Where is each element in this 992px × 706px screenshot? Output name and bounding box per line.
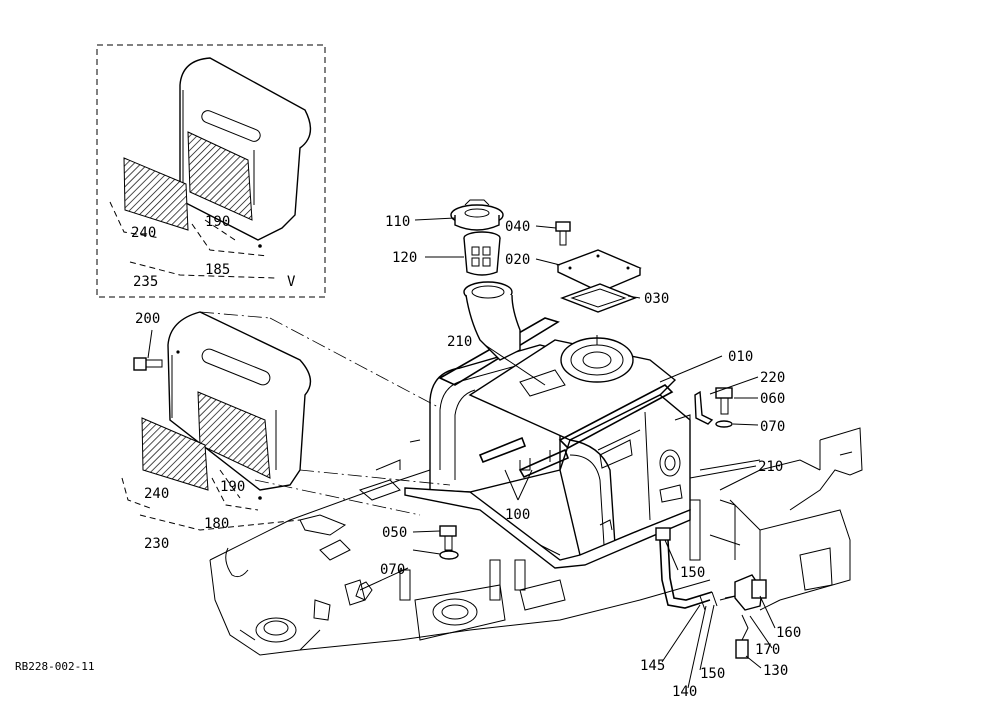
fuel-hose — [655, 527, 718, 611]
filler-neck-hose — [463, 281, 521, 361]
label-070-left: 070 — [380, 562, 405, 578]
reference-lines — [199, 311, 451, 516]
label-190-lower: 190 — [220, 479, 245, 495]
label-view-v: V — [287, 274, 296, 290]
cover-plate — [556, 249, 642, 293]
filler-strainer — [463, 231, 501, 276]
label-160: 160 — [776, 625, 801, 641]
fuel-valve — [724, 574, 767, 659]
label-130: 130 — [763, 663, 788, 679]
machine-frame-outline — [209, 427, 863, 656]
label-010: 010 — [728, 349, 753, 365]
part-labels: 110 120 040 020 030 210 010 220 060 070 … — [15, 214, 801, 700]
label-030: 030 — [644, 291, 669, 307]
label-100: 100 — [505, 507, 530, 523]
group-brackets-lower — [121, 469, 301, 531]
label-150-lower: 150 — [700, 666, 725, 682]
label-150-upper: 150 — [680, 565, 705, 581]
label-145: 145 — [640, 658, 665, 674]
cover-bolt — [555, 221, 571, 246]
front-washer-070 — [355, 581, 373, 601]
leader-lines — [147, 217, 776, 689]
label-210-right: 210 — [758, 459, 783, 475]
label-230: 230 — [144, 536, 169, 552]
filler-cap — [450, 199, 504, 231]
label-140: 140 — [672, 684, 697, 700]
label-190-inset: 190 — [205, 214, 230, 230]
front-bolt-050 — [439, 525, 459, 560]
bracket-220 — [694, 390, 714, 425]
label-020: 020 — [505, 252, 530, 268]
label-200: 200 — [135, 311, 160, 327]
drawing-code: RB228-002-11 — [15, 660, 94, 673]
label-170: 170 — [755, 642, 780, 658]
label-070-right: 070 — [760, 419, 785, 435]
label-110: 110 — [385, 214, 410, 230]
fuel-tank — [404, 317, 691, 569]
tank-bolt-060 — [715, 387, 733, 428]
label-060: 060 — [760, 391, 785, 407]
label-040: 040 — [505, 219, 530, 235]
bolt-200 — [133, 357, 163, 371]
label-240-lower: 240 — [144, 486, 169, 502]
decal-240-lower — [141, 417, 209, 491]
inset-view-box — [96, 44, 326, 298]
label-235: 235 — [133, 274, 158, 290]
label-050: 050 — [382, 525, 407, 541]
label-220: 220 — [760, 370, 785, 386]
label-210-top: 210 — [447, 334, 472, 350]
gasket — [560, 283, 637, 313]
label-180: 180 — [204, 516, 229, 532]
label-185: 185 — [205, 262, 230, 278]
label-120: 120 — [392, 250, 417, 266]
label-240-inset: 240 — [131, 225, 156, 241]
